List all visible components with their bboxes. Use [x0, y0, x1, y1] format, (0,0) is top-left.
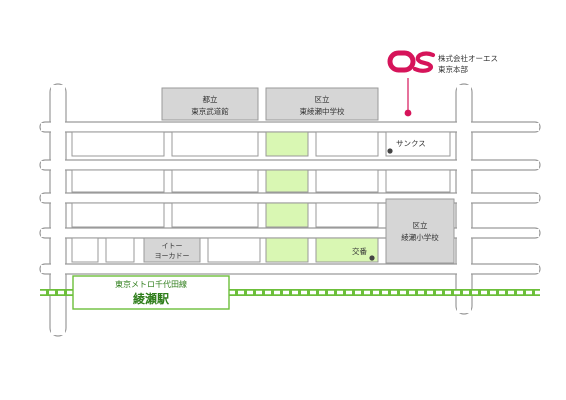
budokan-label-line2: 東京武道館	[191, 106, 229, 116]
os-logo-icon	[387, 50, 436, 73]
blocks-row-1	[71, 131, 451, 157]
blocks-row-3	[71, 202, 379, 228]
koban-block	[315, 237, 379, 263]
itoyokado-label-line1: イトー	[162, 242, 183, 250]
ayase-jhs-building	[265, 87, 379, 121]
sunkus-marker-icon	[387, 148, 393, 154]
ayase-es-label-line1: 区立	[413, 220, 428, 230]
ayase-es-building	[385, 198, 455, 264]
block	[385, 169, 451, 193]
itoyokado-building	[143, 237, 201, 263]
company-office: 東京本部	[438, 64, 468, 74]
block	[71, 202, 165, 228]
line-name-label: 東京メトロ千代田線	[115, 279, 187, 289]
itoyokado-label-line2: ヨーカドー	[155, 252, 190, 260]
park-block	[265, 237, 309, 263]
koban-marker-icon	[369, 255, 375, 261]
sunkus-label: サンクス	[396, 139, 426, 148]
block	[315, 169, 379, 193]
block	[71, 131, 165, 157]
koban-label: 交番	[352, 246, 367, 256]
block	[171, 131, 259, 157]
budokan-building	[161, 87, 259, 121]
ayase-station-box	[72, 275, 230, 310]
company-name: 株式会社オーエス	[438, 53, 498, 63]
block	[171, 169, 259, 193]
company-pin-icon	[404, 109, 412, 117]
block	[385, 131, 451, 157]
park-block	[265, 131, 309, 157]
block	[71, 237, 99, 263]
budokan-label-line1: 都立	[203, 94, 218, 104]
blocks-row-2	[71, 169, 451, 193]
block	[105, 237, 135, 263]
ayase-jhs-label-line2: 東綾瀬中学校	[300, 106, 345, 116]
block	[171, 202, 259, 228]
park-block	[265, 202, 309, 228]
ayase-es-label-line2: 綾瀬小学校	[401, 232, 439, 242]
blocks-row-4	[71, 237, 379, 263]
block	[71, 169, 165, 193]
block	[207, 237, 261, 263]
station-name-label: 綾瀬駅	[133, 291, 170, 306]
park-block	[265, 169, 309, 193]
block	[315, 131, 379, 157]
block	[315, 202, 379, 228]
ayase-jhs-label-line1: 区立	[315, 94, 330, 104]
